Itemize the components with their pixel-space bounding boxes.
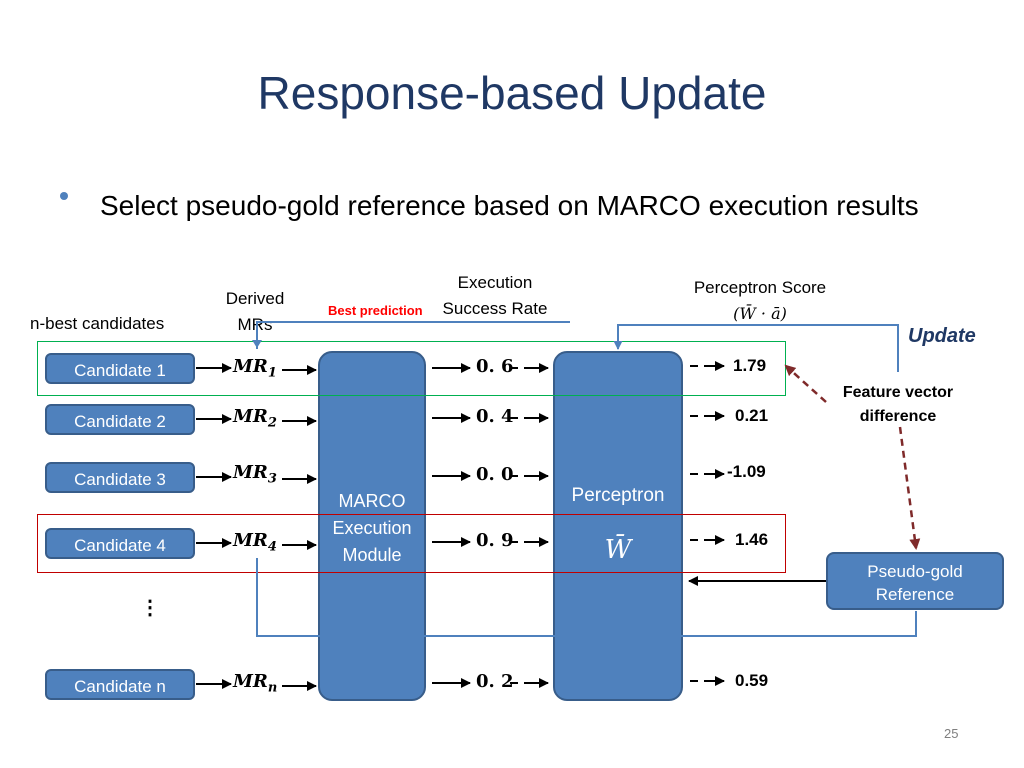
feature-diff-arrow-down (898, 426, 921, 550)
pseudo-gold-reference-box: Pseudo-gold Reference (826, 552, 1004, 610)
rate-arrows (510, 363, 549, 688)
feature-diff-arrow-up (784, 364, 827, 403)
ellipsis-vertical: ⋮ (140, 597, 160, 619)
rate-n: 0. 2 (476, 671, 514, 692)
header-perceptron-score: Perceptron Score (W̄ · ā) (690, 275, 830, 327)
candidate-n-box: Candidate n (45, 669, 195, 700)
header-derived-mrs: Derived MRs (225, 289, 285, 334)
perceptron-score-formula: (W̄ · ā) (733, 304, 787, 323)
mr-n: MRn (233, 671, 278, 696)
rate-2: 0. 4 (476, 406, 514, 427)
header-nbest: n-best candidates (30, 314, 165, 333)
mr-2: MR2 (233, 406, 277, 431)
update-connector (613, 324, 899, 372)
rate-3: 0. 0 (476, 464, 514, 485)
update-label: Update (908, 325, 976, 347)
score-n: 0.59 (735, 671, 769, 690)
perceptron-module: Perceptron W̄ (553, 351, 683, 701)
marco-execution-module: MARCO Execution Module (318, 351, 426, 701)
gold-loop-connector (256, 558, 917, 637)
score-3: -1.09 (727, 462, 766, 481)
candidate-3-box: Candidate 3 (45, 462, 195, 493)
header-perceptron-score-label: Perceptron Score (693, 278, 827, 297)
candidate-arrows (196, 363, 232, 689)
rate-4: 0. 9 (476, 530, 514, 551)
bullet-icon (60, 192, 68, 200)
mr-3: MR3 (233, 462, 277, 487)
perceptron-label: Perceptron (571, 485, 665, 506)
candidate-2-box: Candidate 2 (45, 404, 195, 435)
page-number: 25 (944, 726, 959, 741)
best-prediction-connector (256, 321, 570, 349)
marco-output-arrows (432, 363, 471, 688)
mr-arrows (282, 365, 317, 691)
pseudo-gold-label: Pseudo-gold Reference (867, 562, 963, 604)
feature-vector-label: Feature vector difference (842, 384, 954, 425)
bullet-text: Select pseudo-gold reference based on MA… (100, 190, 919, 221)
best-prediction-label: Best prediction (328, 303, 423, 318)
rate-1: 0. 6 (476, 356, 514, 377)
score-4: 1.46 (735, 530, 769, 549)
score-1: 1.79 (733, 356, 767, 375)
pseudo-gold-row-box (37, 514, 786, 573)
score-2: 0.21 (735, 406, 769, 425)
candidate-4-box: Candidate 4 (45, 528, 195, 559)
header-exec-success: Execution Success Rate (442, 273, 548, 318)
slide-title: Response-based Update (257, 67, 767, 119)
candidate-1-box: Candidate 1 (45, 353, 195, 384)
mr-4: MR4 (233, 530, 277, 555)
score-arrows (690, 361, 725, 686)
marco-module-label: MARCO Execution Module (332, 491, 412, 565)
mr-1: MR1 (233, 356, 277, 381)
best-prediction-arrowhead (252, 340, 262, 348)
perceptron-weight-symbol: W̄ (604, 535, 632, 565)
